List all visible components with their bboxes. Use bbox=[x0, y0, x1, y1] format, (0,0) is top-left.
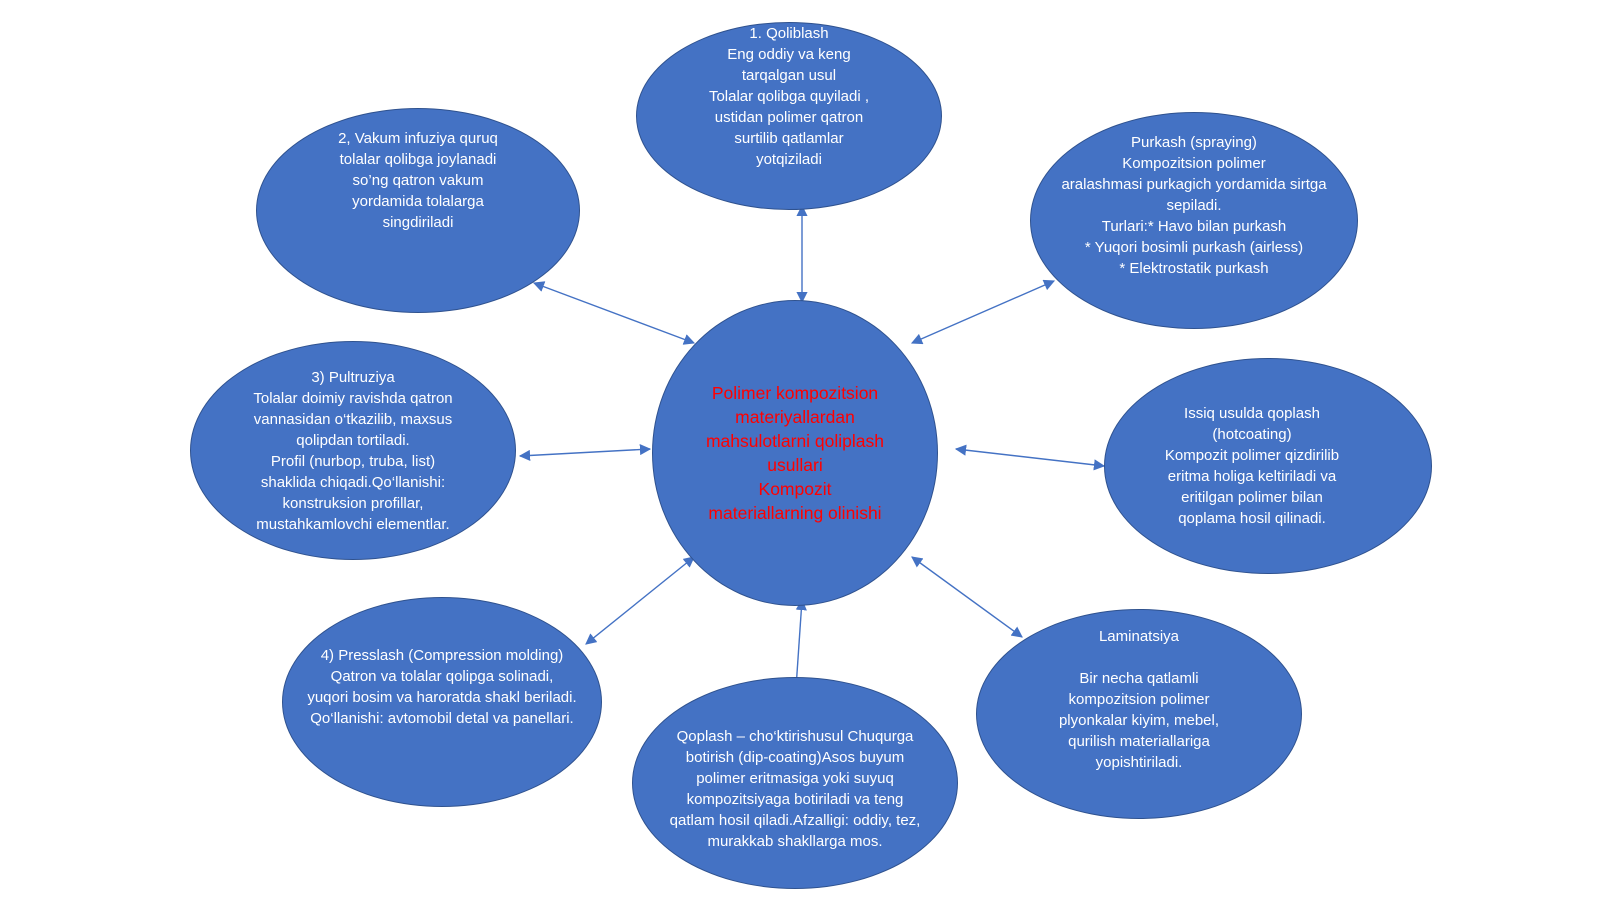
node-text-line: singdiriladi bbox=[382, 214, 454, 231]
node-issiq-qoplash: Issiq usulda qoplash (hotcoating) Kompozit… bbox=[1104, 358, 1432, 574]
node-text-line: polimer eritmasiga yoki suyuq bbox=[696, 770, 894, 787]
node-text-line: usullari bbox=[767, 455, 823, 475]
node-text-line: kompozitsion polimer bbox=[1068, 690, 1210, 708]
node-text-line: 2, Vakum infuziya quruq bbox=[338, 130, 498, 147]
node-purkash: Purkash (spraying) Kompozitsion polimer ar… bbox=[1030, 112, 1358, 329]
node-text-line: Purkash (spraying) bbox=[1131, 134, 1257, 151]
node-vakum-infuziya: 2, Vakum infuziya quruq tolalar qolibga j… bbox=[256, 108, 580, 313]
node-text-line: Profil (nurbop, truba, list) bbox=[270, 452, 436, 470]
connector-bottom-left bbox=[585, 556, 695, 645]
node-text-line: Turlari:* Havo bilan purkash bbox=[1101, 218, 1287, 235]
node-text-line: 1. Qoliblash bbox=[749, 24, 829, 42]
node-text-line: * Elektrostatik purkash bbox=[1119, 260, 1269, 277]
connector-left bbox=[518, 443, 652, 462]
node-text-line: Laminatsiya bbox=[1098, 627, 1180, 645]
node-text-line: murakkab shakllarga mos. bbox=[707, 833, 883, 850]
node-text-line: Qoplash – cho‘ktirishusul Chuqurga bbox=[676, 728, 914, 745]
node-text-line: yuqori bosim va haroratda shakl beriladi… bbox=[307, 689, 577, 706]
node-text-line: mahsulotlarni qoliplash bbox=[705, 431, 885, 451]
node-text-line: botirish (dip-coating)Asos buyum bbox=[685, 749, 905, 766]
node-text-line: so’ng qatron vakum bbox=[352, 172, 484, 189]
node-text-line: aralashmasi purkagich yordamida sirtga bbox=[1061, 176, 1327, 193]
node-text-line: sepiladi. bbox=[1166, 197, 1222, 214]
node-text-line: Issiq usulda qoplash bbox=[1184, 405, 1320, 422]
connector-bottom bbox=[791, 598, 807, 690]
node-text-line: plyonkalar kiyim, mebel, bbox=[1058, 711, 1220, 729]
node-text-line: Bir necha qatlamli bbox=[1079, 669, 1199, 687]
node-text-line: kompozitsiyaga botiriladi va teng bbox=[686, 791, 904, 808]
node-text-line: 3) Pultruziya bbox=[311, 368, 395, 386]
node-center-title: Polimer kompozitsion materiyallardan mahsu… bbox=[652, 300, 938, 606]
node-text-line: yordamida tolalarga bbox=[352, 193, 484, 210]
node-text-line: vannasidan o‘tkazilib, maxsus bbox=[253, 410, 453, 428]
node-text-line: Qatron va tolalar qolipga solinadi, bbox=[330, 668, 554, 685]
node-text-line: mustahkamlovchi elementlar. bbox=[256, 515, 450, 533]
node-text-line: materiallarning olinishi bbox=[708, 503, 882, 523]
node-dip-coating: Qoplash – cho‘ktirishusul Chuqurga botiri… bbox=[632, 677, 958, 889]
node-text-line: eritma holiga keltiriladi va bbox=[1167, 468, 1337, 485]
node-text-line: qatlam hosil qiladi.Afzalligi: oddiy, te… bbox=[669, 812, 921, 829]
node-text-line: Eng oddiy va keng bbox=[727, 45, 851, 63]
node-text-line: materiyallardan bbox=[735, 407, 855, 427]
node-text-line: ustidan polimer qatron bbox=[714, 108, 864, 126]
node-text-line: Qo‘llanishi: avtomobil detal va panellar… bbox=[310, 710, 574, 727]
node-text-line: surtilib qatlamlar bbox=[734, 129, 844, 147]
node-text-line: Kompozitsion polimer bbox=[1122, 155, 1266, 172]
node-text-line: Polimer kompozitsion bbox=[711, 383, 879, 403]
connector-right bbox=[954, 444, 1106, 471]
node-text-line: konstruksion profillar, bbox=[282, 494, 424, 512]
node-text-line: tolalar qolibga joylanadi bbox=[339, 151, 497, 168]
node-text-line: tarqalgan usul bbox=[741, 66, 837, 84]
node-text-line: qolipdan tortiladi. bbox=[296, 431, 410, 449]
node-text-line: (hotcoating) bbox=[1212, 426, 1292, 443]
node-text-line: Tolalar qolibga quyiladi , bbox=[708, 87, 870, 105]
node-text-line: shaklida chiqadi.Qo‘llanishi: bbox=[260, 473, 446, 491]
node-text-line: 4) Presslash (Compression molding) bbox=[320, 647, 564, 664]
node-text-line: qoplama hosil qilinadi. bbox=[1178, 510, 1326, 527]
node-text-line: Kompozit bbox=[758, 479, 832, 499]
node-presslash: 4) Presslash (Compression molding) Qatron… bbox=[282, 597, 602, 807]
node-text-line: Kompozit polimer qizdirilib bbox=[1164, 447, 1340, 464]
node-text-line: * Yuqori bosimli purkash (airless) bbox=[1084, 239, 1304, 256]
connector-bottom-right bbox=[911, 556, 1023, 638]
node-text-line: eritilgan polimer bilan bbox=[1181, 489, 1323, 506]
node-text-line: qurilish materiallariga bbox=[1068, 732, 1210, 750]
connector-top-left bbox=[532, 281, 696, 345]
node-text-line: yotqiziladi bbox=[756, 150, 822, 168]
node-text-line: yopishtiriladi. bbox=[1095, 753, 1183, 771]
node-text-line: Tolalar doimiy ravishda qatron bbox=[253, 389, 453, 407]
connector-top-right bbox=[910, 279, 1056, 345]
